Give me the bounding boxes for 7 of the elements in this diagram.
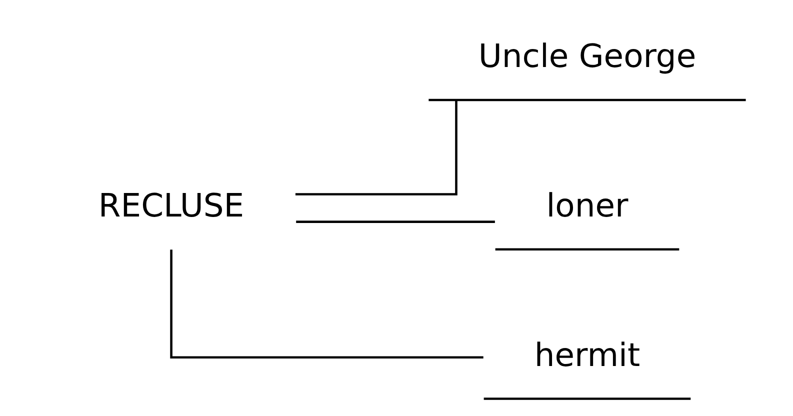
node-text: loner bbox=[546, 186, 628, 225]
connector bbox=[296, 220, 495, 223]
node-text: hermit bbox=[534, 336, 640, 374]
node-text: Uncle George bbox=[478, 37, 696, 76]
connector bbox=[170, 250, 484, 359]
node-text: RECLUSE bbox=[98, 186, 244, 225]
connector bbox=[295, 100, 458, 196]
